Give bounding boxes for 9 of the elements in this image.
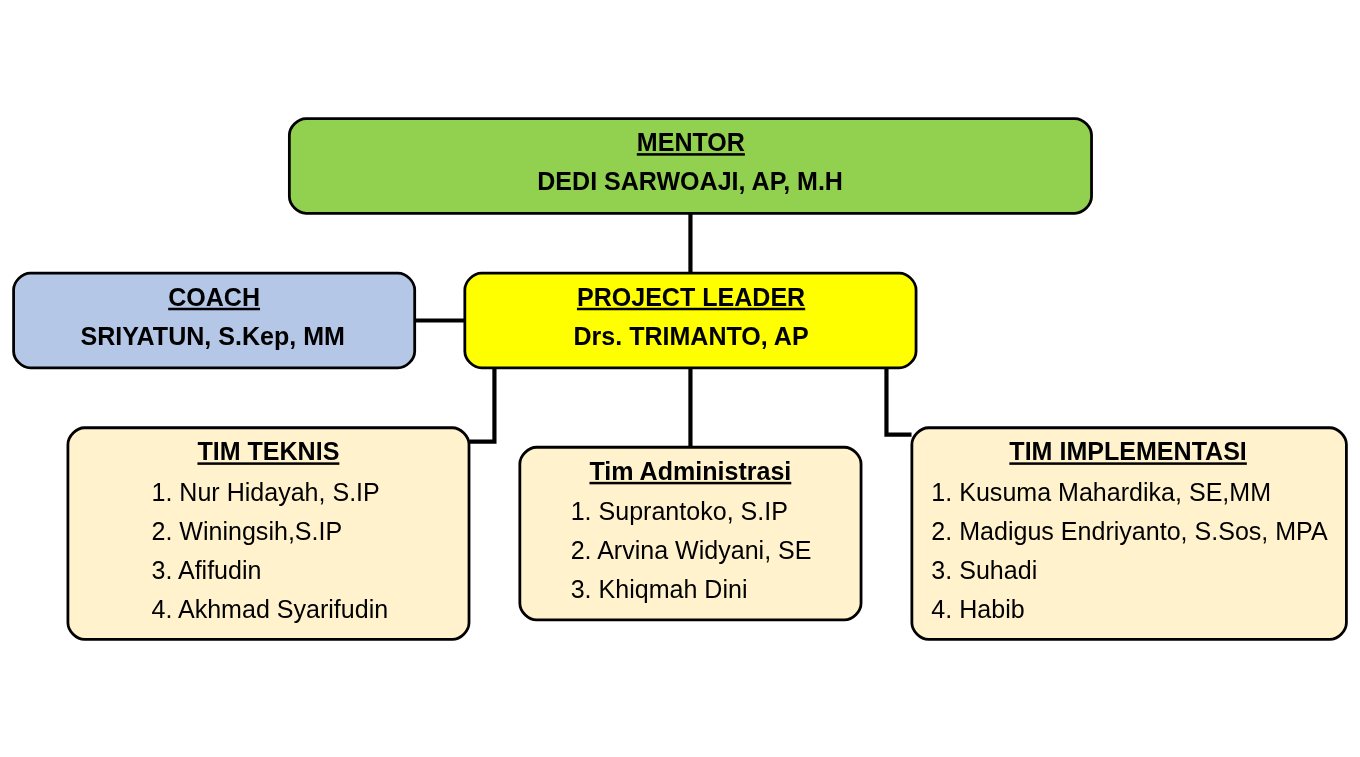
node-box: TIM IMPLEMENTASI 1. Kusuma Mahardika, SE,MM 2. Madigus Endriyanto, S.Sos, MPA 3. Suhadi 4. Habib [910,425,1348,641]
connector [688,367,693,447]
connector [414,317,465,323]
node-box: Tim Administrasi 1. Suprantoko, S.IP 2. Arvina Widyani, SE 3. Khiqmah Dini [518,445,863,621]
node-box: MENTOR DEDI SARWOAJI, AP, M.H [287,116,1093,215]
connector [688,213,693,273]
node-box: COACH SRIYATUN, S.Kep, MM [12,271,417,369]
node-box: PROJECT LEADER Drs. TRIMANTO, AP [463,271,918,369]
node-box: TIM TEKNIS 1. Nur Hidayah, S.IP 2. Winingsih,S.IP 3. Afifudin 4. Akhmad Syarifudin [66,425,471,641]
